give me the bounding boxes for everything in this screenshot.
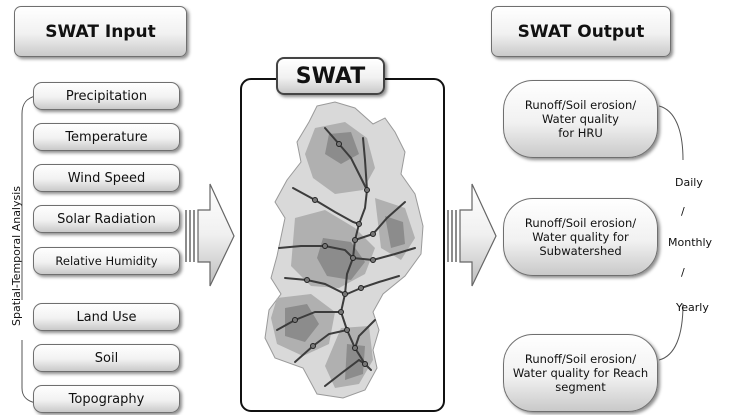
freq-sep-2: / bbox=[681, 266, 685, 279]
input-topography: Topography bbox=[33, 385, 180, 413]
output-reach: Runoff/Soil erosion/ Water quality for R… bbox=[503, 334, 658, 412]
freq-sep-1: / bbox=[681, 205, 685, 218]
freq-daily: Daily bbox=[675, 176, 703, 189]
input-wind-speed: Wind Speed bbox=[33, 164, 180, 192]
input-header: SWAT Input bbox=[14, 6, 187, 57]
swat-title: SWAT bbox=[276, 57, 385, 95]
output-arrow bbox=[447, 183, 497, 287]
freq-monthly: Monthly bbox=[668, 236, 713, 249]
input-soil: Soil bbox=[33, 344, 180, 372]
input-solar-radiation: Solar Radiation bbox=[33, 205, 180, 233]
input-precipitation: Precipitation bbox=[33, 82, 180, 110]
frequency-bracket bbox=[658, 105, 684, 361]
input-temperature: Temperature bbox=[33, 123, 180, 151]
output-hru: Runoff/Soil erosion/ Water quality for H… bbox=[503, 80, 658, 158]
freq-yearly: Yearly bbox=[676, 301, 709, 314]
output-header: SWAT Output bbox=[491, 6, 671, 57]
output-subwatershed: Runoff/Soil erosion/ Water quality for S… bbox=[503, 198, 658, 276]
watershed-map bbox=[264, 101, 424, 399]
input-arrow bbox=[185, 183, 235, 287]
input-land-use: Land Use bbox=[33, 303, 180, 331]
input-relative-humidity: Relative Humidity bbox=[33, 247, 180, 275]
